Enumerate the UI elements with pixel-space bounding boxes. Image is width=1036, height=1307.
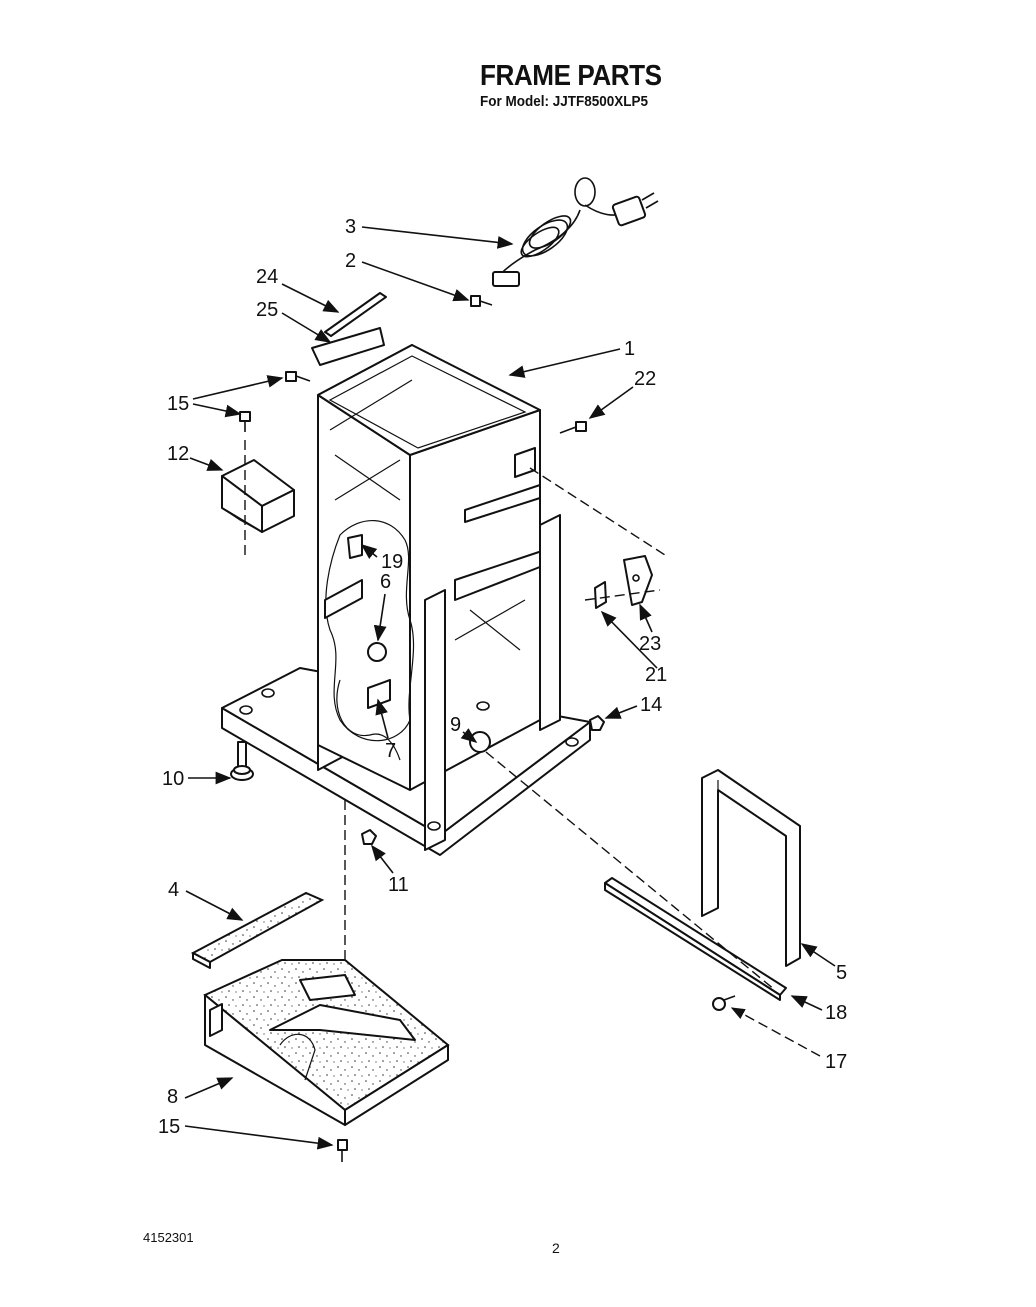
callout-5: 5 [836,962,847,984]
callout-21: 21 [645,664,667,686]
callout-14: 14 [640,694,662,716]
callout-22: 22 [634,368,656,390]
screw-part-2 [470,295,493,307]
power-cord-part [492,177,659,287]
callout-leaders [184,226,836,1150]
callout-12: 12 [167,443,189,465]
page-title: FRAME PARTS [480,60,662,92]
bracket-part-25 [311,327,385,366]
frame-part-5 [701,769,801,967]
clip-part-21 [594,581,607,609]
rail-part-18 [604,877,787,1001]
screw-part-22 [559,421,587,434]
callout-10: 10 [162,768,184,790]
callout-15-upper: 15 [167,393,189,415]
base-plate-part-8 [203,959,450,1126]
document-number: 4152301 [143,1230,194,1245]
callout-17: 17 [825,1051,847,1073]
callout-25: 25 [256,299,278,321]
callout-19: 19 [381,551,403,573]
screw-part-17 [712,995,736,1011]
callout-2: 2 [345,250,356,272]
callout-9: 9 [450,714,461,736]
screw-part-15-upper [239,371,311,432]
strip-part-4 [190,891,325,969]
callout-1: 1 [624,338,635,360]
callout-6: 6 [380,571,391,593]
nut-part-11 [361,829,377,845]
main-frame-part [221,344,591,856]
callout-7: 7 [385,740,396,762]
callout-4: 4 [168,879,179,901]
callout-11: 11 [388,874,409,896]
switch-part-23 [623,555,653,606]
callout-labels: 3 2 24 25 1 22 15 12 19 6 7 9 23 21 14 1… [158,216,847,1138]
model-subtitle: For Model: JJTF8500XLP5 [480,93,649,110]
callout-23: 23 [639,633,661,655]
cover-part-12 [221,440,295,555]
callout-3: 3 [345,216,356,238]
foot-part-10 [230,741,254,781]
callout-18: 18 [825,1002,847,1024]
callout-8: 8 [167,1086,178,1108]
callout-24: 24 [256,266,278,288]
callout-15-lower: 15 [158,1116,180,1138]
screw-part-15-lower [337,1139,348,1162]
page-number: 2 [552,1240,560,1256]
nut-part-14 [589,715,605,731]
